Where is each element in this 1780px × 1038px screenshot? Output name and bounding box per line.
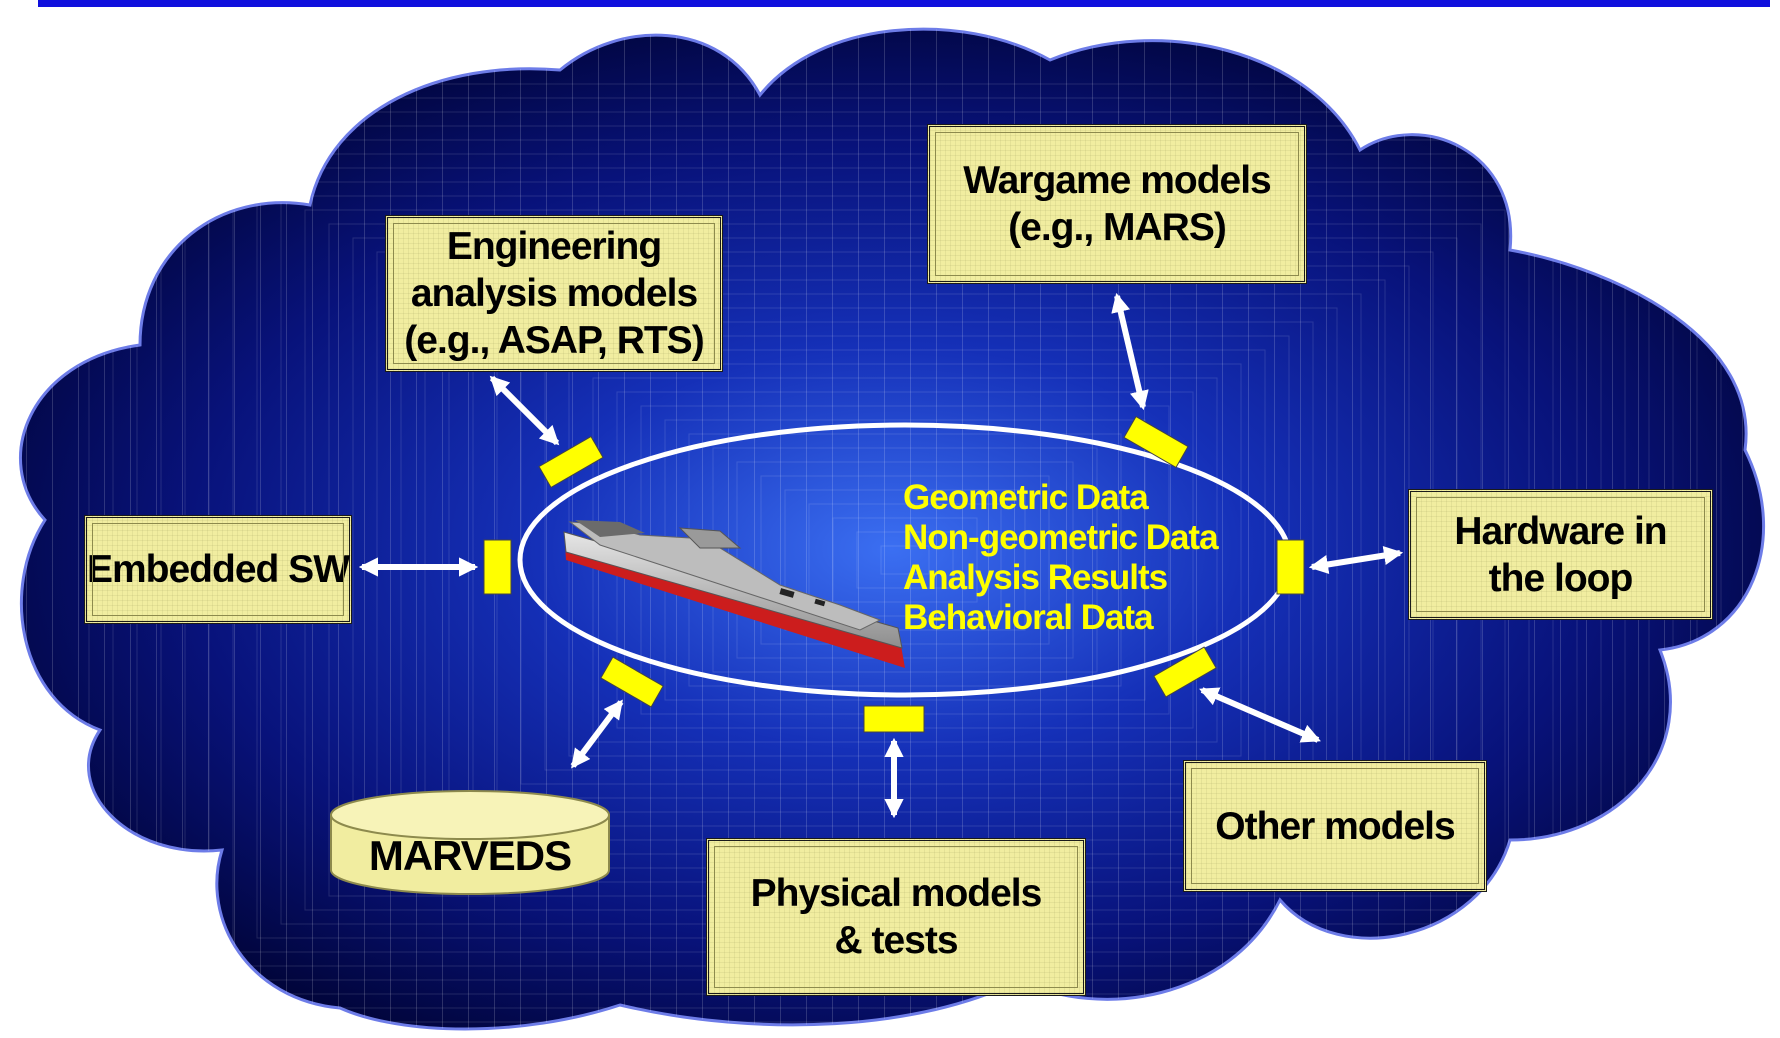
connector-pad-wargame xyxy=(1123,415,1189,469)
embedded-sw-box: Embedded SW xyxy=(84,515,352,624)
physical-line-1: Physical models xyxy=(750,872,1043,915)
arrow-engineering xyxy=(489,375,560,446)
engineering-models-box: Engineering analysis models (e.g., ASAP,… xyxy=(385,215,723,372)
arrows xyxy=(358,292,1404,819)
decorative-frame xyxy=(808,503,1002,617)
central-item-non-geometric: Non-geometric Data xyxy=(903,518,1219,557)
connector-pad-embedded xyxy=(483,539,512,595)
physical-line-2: & tests xyxy=(834,919,958,962)
other-line-1: Other models xyxy=(1215,804,1455,848)
hardware-line-2: the loop xyxy=(1488,556,1634,600)
ship-icon xyxy=(563,520,905,668)
other-models-box: Other models xyxy=(1183,760,1487,892)
connector-pad-other xyxy=(1153,646,1217,698)
decorative-frame xyxy=(784,489,1026,631)
engineering-line-1: Engineering xyxy=(446,225,662,268)
physical-models-box: Physical models & tests xyxy=(706,838,1086,996)
decorative-frame xyxy=(544,349,1266,771)
central-item-analysis: Analysis Results xyxy=(903,558,1168,597)
decorative-frame xyxy=(880,545,930,575)
connector-pad-engineering xyxy=(538,435,604,489)
arrow-marveds xyxy=(570,699,624,769)
embedded-line-1: Embedded SW xyxy=(86,548,350,591)
wargame-models-box: Wargame models (e.g., MARS) xyxy=(927,124,1307,284)
hardware-in-loop-box: Hardware in the loop xyxy=(1408,489,1713,620)
arrow-wargame xyxy=(1111,292,1149,411)
connector-pad-physical xyxy=(863,705,925,733)
wargame-line-2: (e.g., MARS) xyxy=(1008,206,1227,249)
wargame-line-1: Wargame models xyxy=(963,159,1271,202)
marveds-label: MARVEDS xyxy=(368,832,572,879)
decorative-frame xyxy=(856,531,954,589)
hardware-line-1: Hardware in xyxy=(1454,509,1667,553)
central-data-list: Geometric Data Non-geometric Data Analys… xyxy=(903,478,1219,638)
top-rule xyxy=(38,0,1770,7)
decorative-frame xyxy=(832,517,978,603)
engineering-line-3: (e.g., ASAP, RTS) xyxy=(404,319,704,362)
engineering-line-2: analysis models xyxy=(410,272,698,315)
arrow-hardware xyxy=(1308,546,1404,574)
connector-pad-marveds xyxy=(600,656,664,708)
central-item-geometric: Geometric Data xyxy=(903,478,1149,517)
central-item-behavioral: Behavioral Data xyxy=(903,598,1154,637)
marveds-database-icon xyxy=(330,790,610,895)
connector-pad-hardware xyxy=(1276,539,1305,595)
connector-pads xyxy=(483,415,1305,733)
arrow-other xyxy=(1199,687,1321,743)
decorative-frame xyxy=(760,475,1050,645)
